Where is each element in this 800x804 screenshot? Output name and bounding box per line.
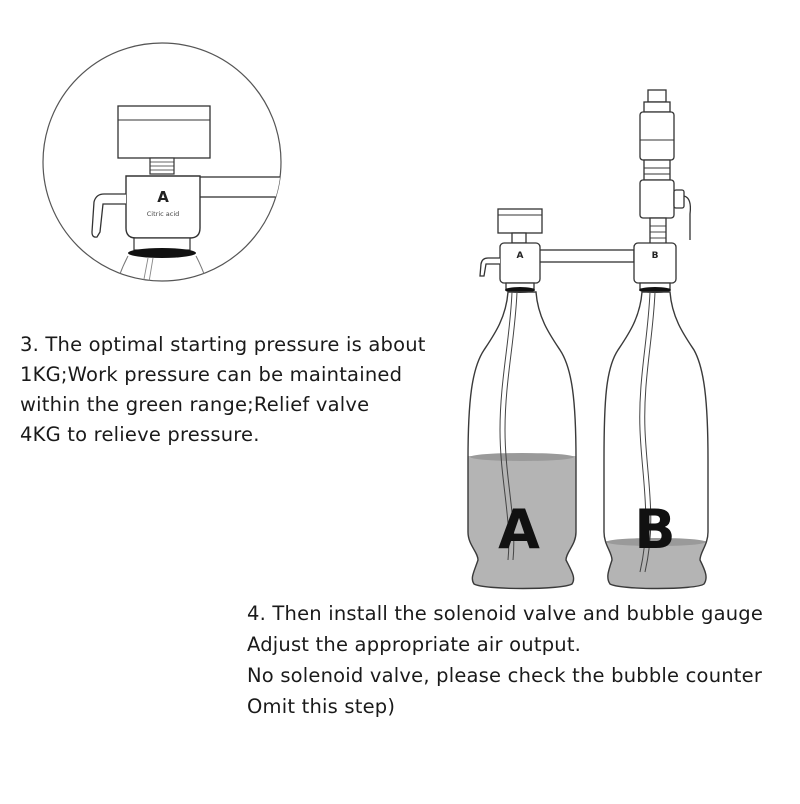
step-3-line: 3. The optimal starting pressure is abou…	[20, 333, 426, 356]
bottle-a: A	[467, 291, 577, 590]
valve-assembly	[479, 208, 677, 290]
solenoid-connector	[647, 89, 667, 103]
step-4-line: Omit this step)	[247, 695, 396, 718]
connecting-pipe	[535, 249, 635, 263]
detail-gauge	[117, 105, 211, 159]
bottle-b-tube	[639, 291, 651, 573]
valve-a-relief-knob	[479, 257, 500, 277]
bottle-b-liquid	[604, 541, 708, 589]
bottle-a-liquid	[468, 456, 576, 589]
pressure-gauge	[497, 208, 543, 234]
bottle-b: B	[603, 291, 709, 590]
step-4-line: No solenoid valve, please check the bubb…	[247, 664, 763, 687]
valve-a-letter: A	[517, 251, 524, 261]
bottle-b-outline	[603, 291, 709, 590]
detail-valve-letter: A	[157, 188, 169, 206]
detail-bottle-seal	[128, 248, 196, 258]
detail-pipe	[197, 176, 281, 198]
valve-a-body	[499, 242, 541, 284]
detail-zoom-circle: A Citric acid	[42, 42, 282, 282]
step-3-instructions: 3. The optimal starting pressure is abou…	[20, 330, 426, 450]
step-3-line: within the green range;Relief valve	[20, 393, 370, 416]
detail-valve-closeup: A Citric acid	[91, 105, 281, 281]
step-3-line: 1KG;Work pressure can be maintained	[20, 363, 403, 386]
bottle-b-liquid-surface	[606, 538, 706, 546]
bottle-a-letter: A	[498, 498, 540, 561]
detail-valve-sublabel: Citric acid	[147, 210, 180, 218]
bubble-counter	[639, 179, 675, 219]
step-4-line: Adjust the appropriate air output.	[247, 633, 582, 656]
detail-valve-body	[125, 175, 201, 239]
bottle-b-letter: B	[634, 498, 675, 561]
solenoid-assembly	[639, 89, 692, 245]
valve-b-letter: B	[652, 251, 659, 261]
bottle-a-tube	[499, 291, 513, 561]
step-3-line: 4KG to relieve pressure.	[20, 423, 260, 446]
bottle-a-outline	[467, 291, 577, 590]
detail-relief-knob	[91, 193, 126, 238]
step-4-line: 4. Then install the solenoid valve and b…	[247, 602, 764, 625]
solenoid-valve	[639, 111, 675, 161]
bottle-a-liquid-surface	[470, 453, 574, 461]
step-4-instructions: 4. Then install the solenoid valve and b…	[247, 598, 763, 722]
valve-b-body	[633, 242, 677, 284]
